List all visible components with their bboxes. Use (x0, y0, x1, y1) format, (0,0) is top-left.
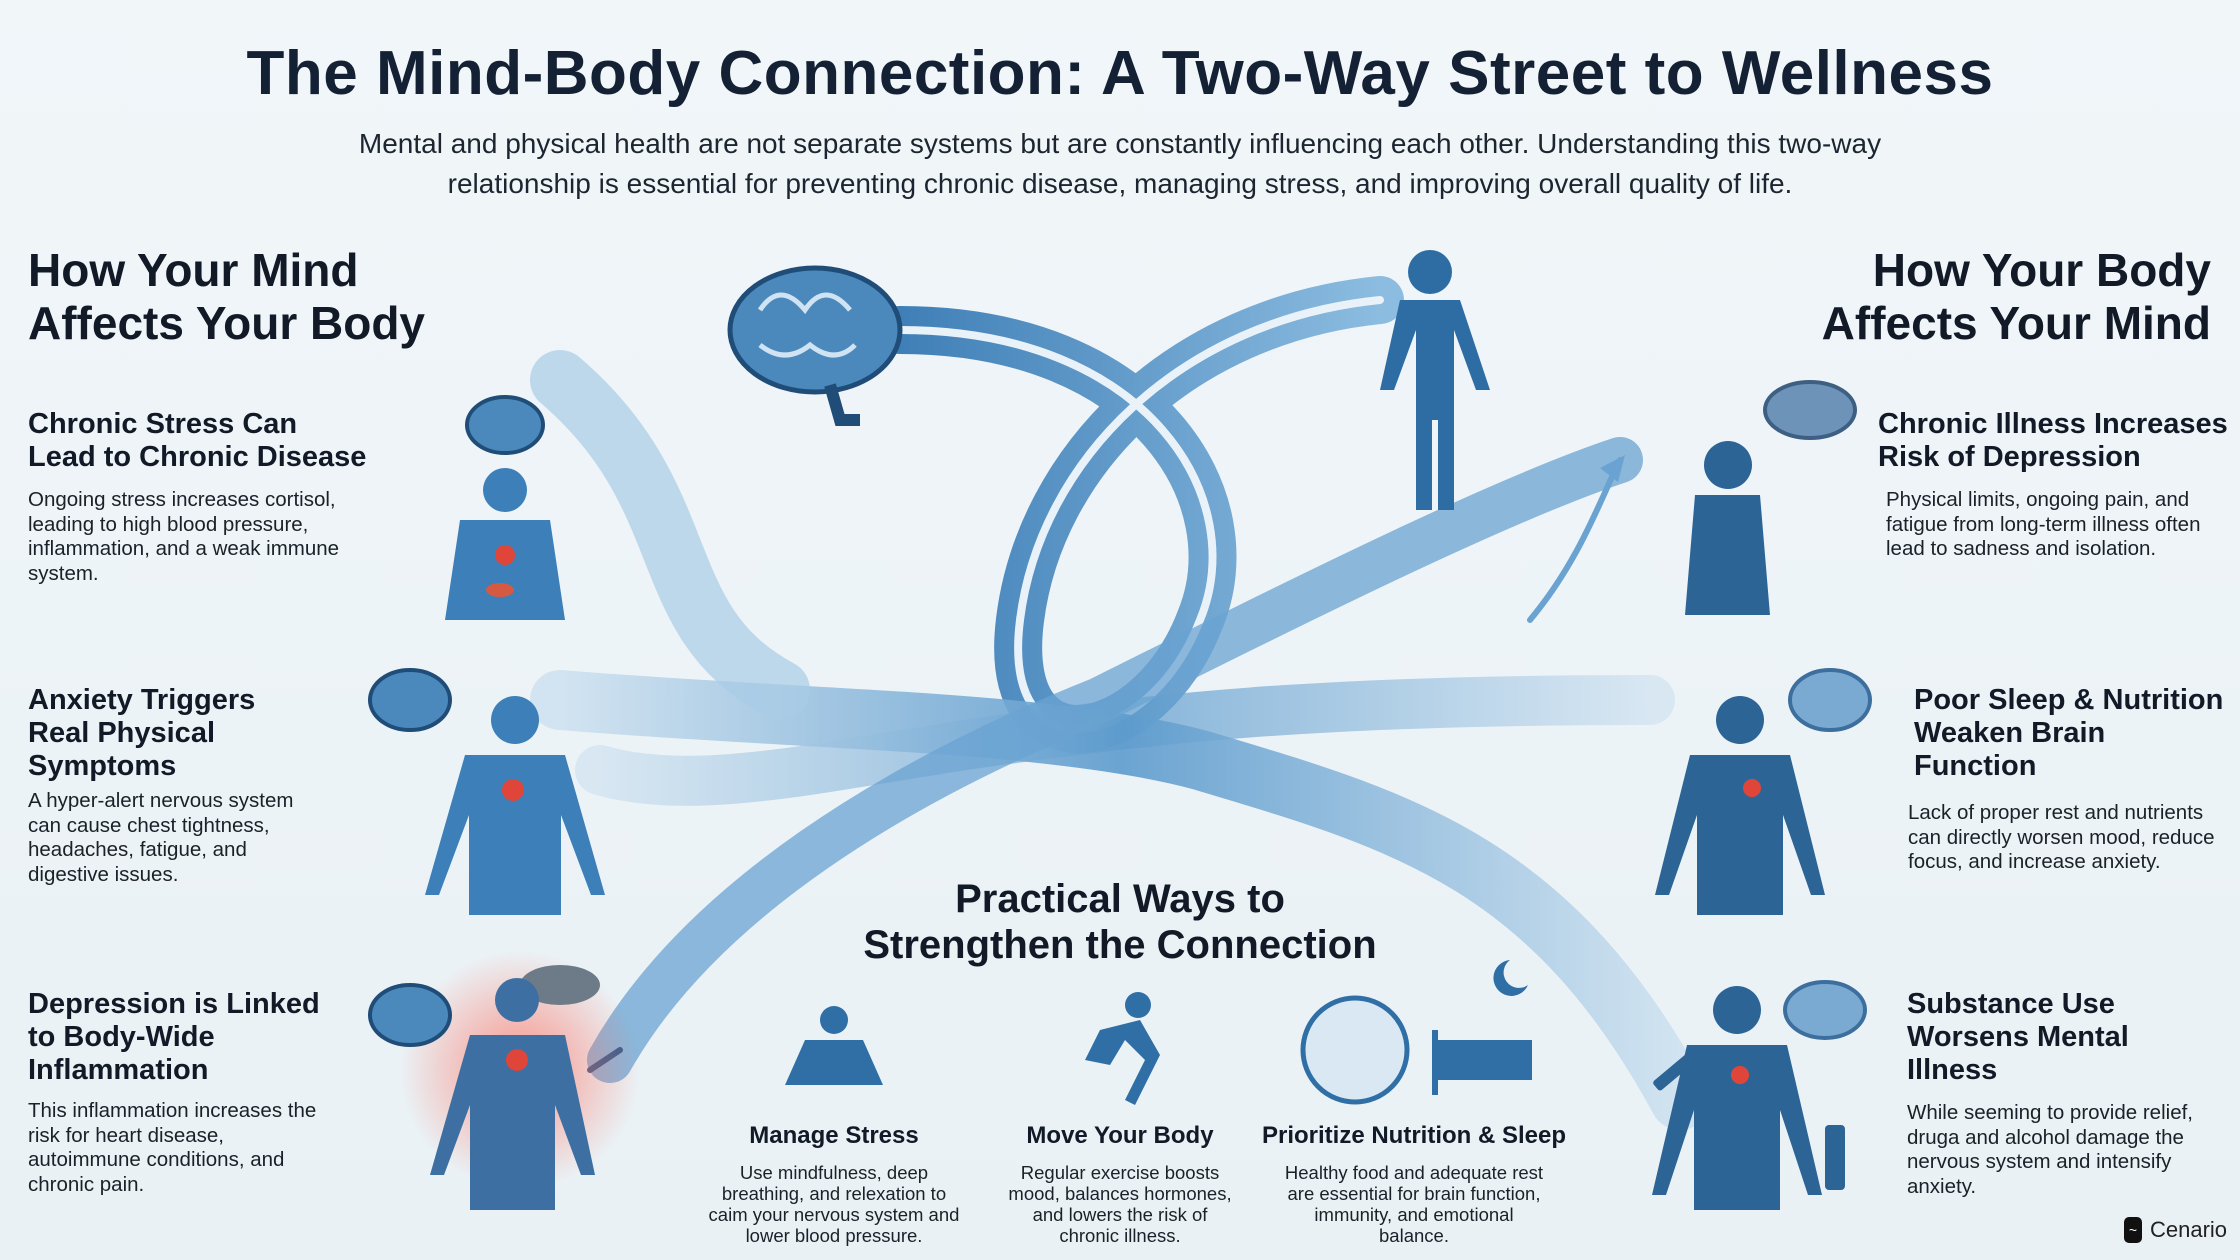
card-title: Symptoms (28, 750, 177, 782)
practice-body: lower blood pressure. (745, 1225, 923, 1246)
card-body: Lack of proper rest and nutrients (1908, 801, 2204, 824)
card-body: digestive issues. (28, 862, 179, 886)
practice-title: Move Your Body (1026, 1122, 1214, 1149)
practice-body: mood, balances hormones, (1008, 1183, 1232, 1204)
card-body: nervous system and intensify (1907, 1150, 2172, 1173)
practice-nutrition-sleep: Prioritize Nutrition & Sleep Healthy foo… (1254, 1122, 1574, 1246)
left-section-heading: How Your Mind Affects Your Body (28, 244, 425, 350)
practice-body: caim your nervous system and (708, 1204, 960, 1225)
sad-body-icon (1685, 380, 1857, 615)
card-title: Chronic Stress Can (28, 408, 298, 440)
practice-title: Manage Stress (749, 1122, 919, 1149)
card-body: can cause chest tightness, (28, 813, 270, 837)
practice-title: Prioritize Nutrition & Sleep (1261, 1122, 1567, 1149)
card-body: lead to sadness and isolation. (1886, 537, 2157, 560)
card-body: A hyper-alert nervous system (28, 789, 294, 812)
brand-name: Cenario (2150, 1217, 2228, 1242)
card-body: autoimmune conditions, and (28, 1148, 285, 1171)
right-section-heading: How Your Body Affects Your Mind (1822, 244, 2211, 350)
brain-icon (727, 265, 903, 426)
card-body: druga and alcohol damage the (1907, 1125, 2184, 1149)
practice-body: immunity, and emotional (1314, 1204, 1514, 1225)
card-body: This inflammation increases the (28, 1099, 317, 1122)
depressed-inflamed-body-icon (368, 950, 640, 1210)
brand-logo: ~ Cenario (2124, 1217, 2227, 1243)
human-figure-icon (1380, 250, 1490, 510)
card-title: Inflammation (28, 1054, 209, 1086)
practice-body: Use mindfulness, deep (739, 1162, 929, 1183)
card-body: fatigue from long-term illness often (1886, 512, 2201, 536)
heading-line: Practical Ways to (955, 877, 1285, 921)
card-title: Substance Use (1907, 988, 2115, 1020)
page-title: The Mind-Body Connection: A Two-Way Stre… (246, 39, 1994, 108)
card-title: Depression is Linked (28, 988, 320, 1020)
practice-body: and lowers the risk of (1032, 1204, 1208, 1225)
card-title: Anxiety Triggers (28, 684, 256, 716)
pulse-icon: ~ (2124, 1217, 2142, 1243)
subtitle-line: Mental and physical health are not separ… (358, 128, 1882, 159)
subtitle-line: relationship is essential for preventing… (447, 168, 1793, 199)
card-title: Real Physical (28, 717, 215, 749)
subtitle: Mental and physical health are not separ… (270, 124, 1970, 204)
nutrition-sleep-icon (1300, 960, 1532, 1105)
ribbons (530, 276, 1710, 1130)
card-title: Chronic Illness Increases (1878, 408, 2228, 440)
card-title: Illness (1907, 1054, 1998, 1086)
stressed-body-icon (445, 395, 565, 620)
card-title: Risk of Depression (1878, 441, 2141, 473)
card-title: Lead to Chronic Disease (28, 441, 367, 473)
heading-line: Affects Your Body (28, 297, 426, 349)
anxious-body-icon (368, 668, 605, 915)
practice-body: breathing, and relexation to (721, 1183, 947, 1204)
card-body: inflammation, and a weak immune (28, 537, 340, 560)
card-body: headaches, fatigue, and (28, 838, 247, 861)
practical-heading: Practical Ways to Strengthen the Connect… (820, 876, 1420, 968)
heading-line: Strengthen the Connection (863, 923, 1377, 967)
organs-body-icon (1655, 668, 1872, 915)
heading-line: How Your Mind (28, 244, 359, 296)
substance-body-icon (1652, 980, 1867, 1210)
card-body: risk for heart disease, (28, 1123, 224, 1147)
practice-body: are essential for brain function, (1287, 1183, 1541, 1204)
card-body: anxiety. (1907, 1174, 1977, 1198)
practice-body: balance. (1379, 1225, 1449, 1246)
card-title: Function (1914, 750, 2037, 782)
heading-line: Affects Your Mind (1821, 297, 2211, 349)
card-body: focus, and increase anxiety. (1908, 850, 2161, 873)
card-body: system. (28, 561, 99, 585)
card-body: Physical limits, ongoing pain, and (1886, 488, 2190, 511)
card-body: Ongoing stress increases cortisol, (28, 488, 336, 511)
card-title: Worsens Mental (1907, 1021, 2129, 1053)
card-body: chronic pain. (28, 1172, 145, 1196)
heading-line: How Your Body (1872, 244, 2211, 296)
card-title: Weaken Brain (1914, 717, 2106, 749)
meditation-icon (785, 1006, 883, 1085)
running-icon (1085, 992, 1160, 1105)
card-body: While seeming to provide relief, (1907, 1101, 2193, 1124)
practice-body: Healthy food and adequate rest (1284, 1162, 1544, 1183)
card-body: leading to high blood pressure, (28, 512, 309, 536)
practice-body: Regular exercise boosts (1020, 1162, 1220, 1183)
card-body: can directly worsen mood, reduce (1908, 825, 2215, 849)
practice-body: chronic illness. (1059, 1225, 1181, 1246)
card-title: Poor Sleep & Nutrition (1914, 684, 2224, 716)
card-title: to Body-Wide (28, 1021, 215, 1053)
